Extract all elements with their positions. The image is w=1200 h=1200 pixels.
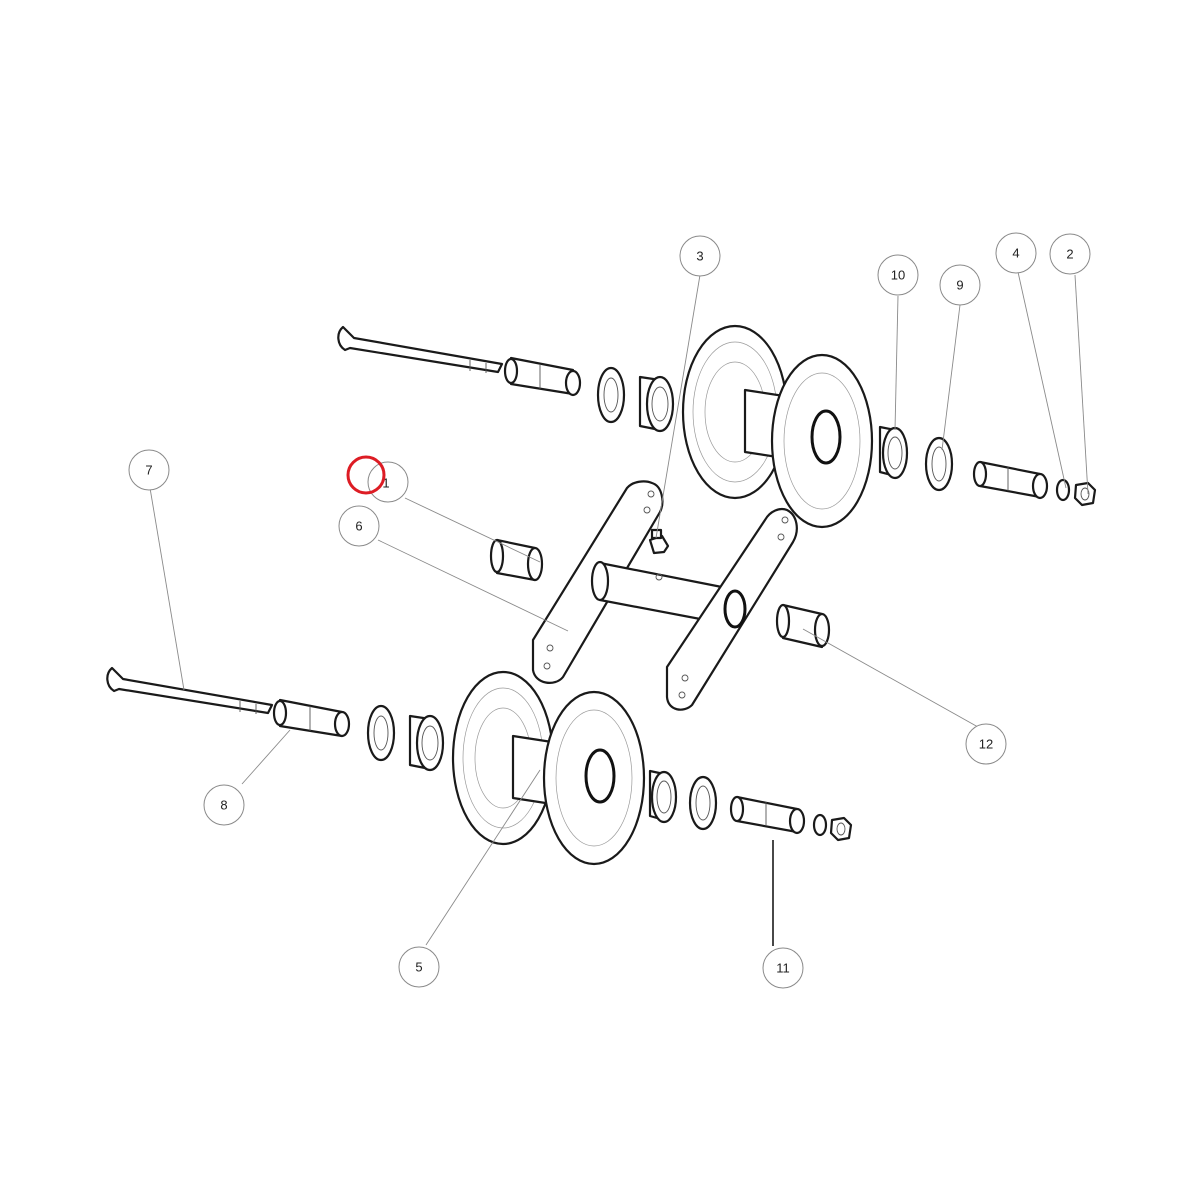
callout-5[interactable]: 5 [398,946,440,988]
upper-small-washer [1055,478,1071,502]
lower-wheel-assembly [106,666,853,866]
callout-label-10: 10 [891,268,905,283]
lower-right-spacer [729,795,806,835]
callout-label-3: 3 [696,249,703,264]
lower-bearing-right [648,769,678,824]
callout-label-8: 8 [220,798,227,813]
callout-6[interactable]: 6 [338,505,380,547]
lower-spacer-sleeve [272,698,351,738]
callout-label-7: 7 [145,463,152,478]
upper-bolt [337,325,504,374]
callout-11[interactable]: 11 [762,947,804,989]
callout-3[interactable]: 3 [679,235,721,277]
lower-seal [366,704,396,762]
upper-washer-ring [924,436,954,492]
callout-8[interactable]: 8 [203,784,245,826]
callout-12[interactable]: 12 [965,723,1007,765]
lower-bearing-left [408,714,445,772]
frame-bushing-right [775,603,831,649]
callout-1[interactable]: 1 [367,461,409,503]
upper-wheel-front [770,353,874,529]
callout-label-5: 5 [415,960,422,975]
upper-right-spacer [972,460,1049,500]
bogie-frame [489,480,831,711]
lower-small-washer [812,813,828,837]
upper-wheel-assembly [337,324,1097,529]
upper-bearing-left [638,375,675,433]
upper-seal [596,366,626,424]
callout-label-9: 9 [956,278,963,293]
callout-label-1: 1 [382,476,389,491]
callout-2[interactable]: 2 [1049,233,1091,275]
callout-label-2: 2 [1066,247,1073,262]
leader-lines [149,271,1089,946]
highlight-ring [346,455,386,495]
callout-10[interactable]: 10 [877,254,919,296]
callout-label-6: 6 [355,519,362,534]
upper-bearing-right [878,425,909,480]
frame-bushing-left [489,538,544,582]
upper-spacer-sleeve [503,356,582,397]
lower-wheel-front [542,690,646,866]
lower-bolt [106,666,274,715]
callout-9[interactable]: 9 [939,264,981,306]
callout-label-4: 4 [1012,246,1019,261]
lower-nut [829,816,853,842]
callout-label-12: 12 [979,737,993,752]
callout-4[interactable]: 4 [995,232,1037,274]
callout-label-11: 11 [776,961,790,976]
callout-7[interactable]: 7 [128,449,170,491]
upper-nut [1073,481,1097,507]
grease-nipple [648,528,670,555]
lower-washer-ring [688,775,718,831]
